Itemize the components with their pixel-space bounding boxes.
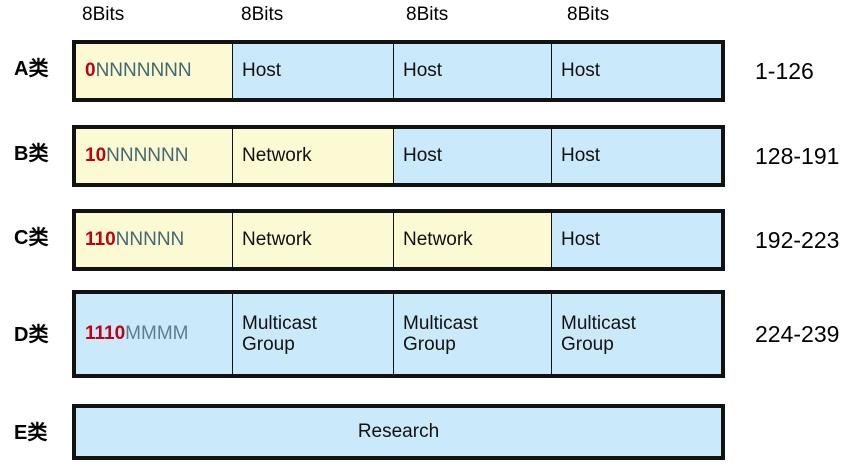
class-a-octet-4: Host bbox=[552, 44, 721, 98]
class-b-bit-pattern: 10NNNNNN bbox=[85, 145, 188, 167]
class-b-octet-1: 10NNNNNN bbox=[76, 129, 233, 183]
class-b-octet-3-label: Host bbox=[403, 145, 443, 167]
class-c-octet-3-label: Network bbox=[403, 229, 473, 251]
class-b-octet-3: Host bbox=[394, 129, 552, 183]
class-label-b: B类 bbox=[14, 143, 49, 165]
class-a-octet-2-label: Host bbox=[242, 60, 282, 82]
class-label-e: E类 bbox=[14, 422, 48, 444]
class-d-octet-3-label: Multicast Group bbox=[403, 312, 478, 355]
class-c-octet-2-label: Network bbox=[242, 229, 312, 251]
class-c-variable-bits: NNNNN bbox=[115, 229, 185, 250]
class-b-variable-bits: NNNNNN bbox=[106, 145, 189, 166]
class-d-variable-bits: MMMM bbox=[125, 323, 189, 344]
class-a-octet-4-label: Host bbox=[561, 60, 601, 82]
class-a-octet-3: Host bbox=[394, 44, 552, 98]
class-a-octet-1: 0NNNNNNN bbox=[76, 44, 233, 98]
class-row-e: Research bbox=[72, 404, 725, 460]
class-b-octet-4: Host bbox=[552, 129, 721, 183]
class-a-bit-pattern: 0NNNNNNN bbox=[85, 60, 192, 82]
class-b-octet-2: Network bbox=[233, 129, 394, 183]
class-d-octet-2: Multicast Group bbox=[233, 294, 394, 374]
class-a-octet-3-label: Host bbox=[403, 60, 443, 82]
class-c-octet-3: Network bbox=[394, 213, 552, 267]
class-a-octet-2: Host bbox=[233, 44, 394, 98]
column-header-octet-3: 8Bits bbox=[406, 4, 449, 25]
range-label-b: 128-191 bbox=[755, 143, 840, 169]
class-d-octet-2-label: Multicast Group bbox=[242, 312, 317, 355]
class-label-a: A类 bbox=[14, 58, 49, 80]
class-d-octet-3: Multicast Group bbox=[394, 294, 552, 374]
class-d-octet-4-label: Multicast Group bbox=[561, 312, 636, 355]
class-c-bit-pattern: 110NNNNN bbox=[85, 229, 184, 251]
range-label-c: 192-223 bbox=[755, 227, 840, 253]
range-label-d: 224-239 bbox=[755, 321, 840, 347]
class-b-prefix-bits: 10 bbox=[85, 145, 107, 166]
class-c-prefix-bits: 110 bbox=[85, 229, 116, 250]
class-label-d: D类 bbox=[14, 324, 49, 346]
range-label-a: 1-126 bbox=[755, 58, 814, 84]
class-b-octet-2-label: Network bbox=[242, 145, 312, 167]
class-b-octet-4-label: Host bbox=[561, 145, 601, 167]
class-label-c: C类 bbox=[14, 227, 49, 249]
class-a-prefix-bits: 0 bbox=[85, 60, 96, 81]
class-row-a: 0NNNNNNN Host Host Host bbox=[72, 40, 725, 102]
column-header-octet-1: 8Bits bbox=[82, 4, 125, 25]
class-d-octet-4: Multicast Group bbox=[552, 294, 721, 374]
class-d-bit-pattern: 1110MMMM bbox=[85, 323, 188, 345]
column-header-octet-2: 8Bits bbox=[241, 4, 284, 25]
class-d-octet-1: 1110MMMM bbox=[76, 294, 233, 374]
class-c-octet-4: Host bbox=[552, 213, 721, 267]
class-c-octet-4-label: Host bbox=[561, 229, 601, 251]
class-c-octet-1: 110NNNNN bbox=[76, 213, 233, 267]
class-row-c: 110NNNNN Network Network Host bbox=[72, 209, 725, 271]
class-row-d: 1110MMMM Multicast Group Multicast Group… bbox=[72, 290, 725, 378]
column-header-octet-4: 8Bits bbox=[567, 4, 610, 25]
class-e-research-label: Research bbox=[357, 421, 440, 443]
class-d-prefix-bits: 1110 bbox=[85, 323, 126, 344]
class-row-b: 10NNNNNN Network Host Host bbox=[72, 125, 725, 187]
class-a-variable-bits: NNNNNNN bbox=[95, 60, 192, 81]
class-e-research-cell: Research bbox=[76, 408, 721, 456]
class-c-octet-2: Network bbox=[233, 213, 394, 267]
